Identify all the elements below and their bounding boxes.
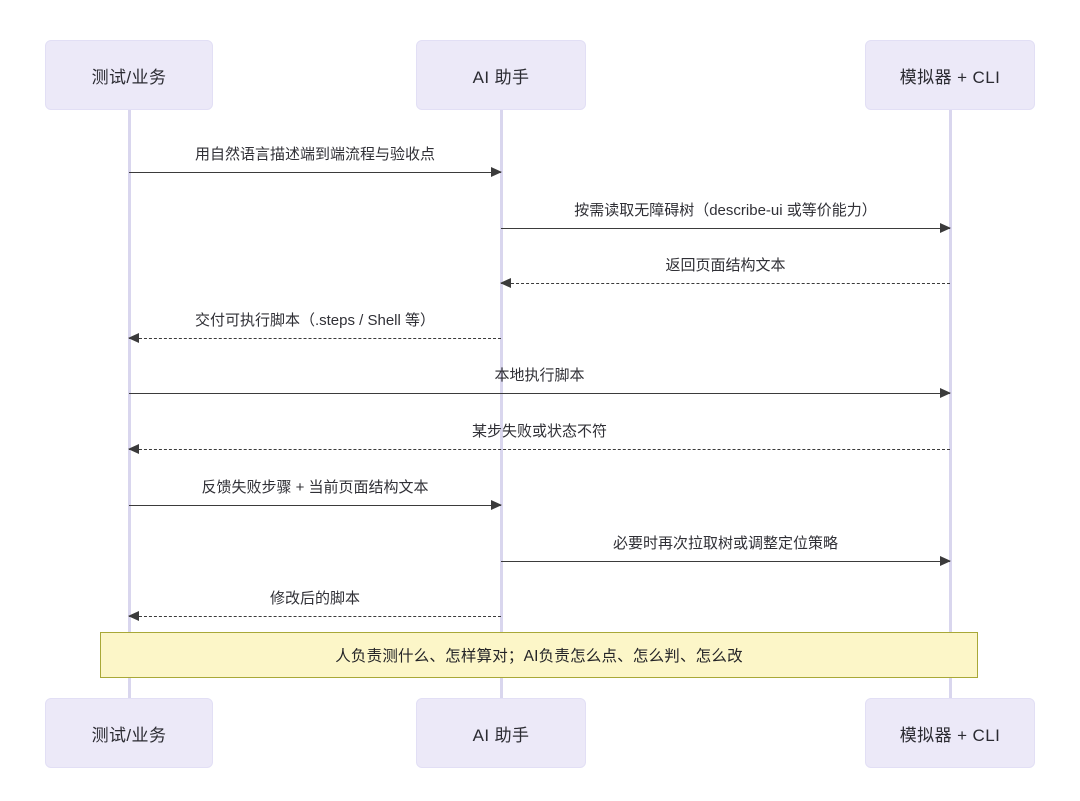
- actor-box-tester-bottom[interactable]: 测试/业务: [45, 698, 213, 768]
- lifeline-tester: [128, 110, 131, 698]
- arrowhead-right-icon: [491, 499, 502, 510]
- actor-box-sim-top[interactable]: 模拟器 + CLI: [865, 40, 1035, 110]
- message-9-label: 修改后的脚本: [269, 590, 360, 607]
- arrowhead-left-icon: [128, 443, 139, 454]
- actor-label-tester-bottom: 测试/业务: [91, 725, 167, 745]
- actor-label-ai-top: AI 助手: [472, 67, 530, 87]
- message-3-label: 返回页面结构文本: [665, 257, 786, 274]
- actor-label-sim-top: 模拟器 + CLI: [899, 67, 1001, 87]
- arrowhead-right-icon: [940, 222, 951, 233]
- lifeline-ai: [500, 110, 503, 698]
- message-7-label: 反馈失败步骤 + 当前页面结构文本: [201, 479, 429, 496]
- message-2-line: [501, 228, 950, 229]
- message-7-line: [129, 505, 501, 506]
- note-text: 人负责测什么、怎样算对；AI负责怎么点、怎么判、怎么改: [335, 648, 743, 665]
- message-2-label: 按需读取无障碍树（describe-ui 或等价能力）: [574, 202, 877, 219]
- message-1-label: 用自然语言描述端到端流程与验收点: [194, 146, 435, 163]
- actor-box-ai-top[interactable]: AI 助手: [416, 40, 586, 110]
- message-3-line: [501, 283, 950, 284]
- arrowhead-left-icon: [500, 277, 511, 288]
- actor-box-sim-bottom[interactable]: 模拟器 + CLI: [865, 698, 1035, 768]
- actor-box-ai-bottom[interactable]: AI 助手: [416, 698, 586, 768]
- arrowhead-right-icon: [940, 387, 951, 398]
- message-4-label: 交付可执行脚本（.steps / Shell 等）: [194, 312, 436, 329]
- actor-label-tester-top: 测试/业务: [91, 67, 167, 87]
- arrowhead-left-icon: [128, 610, 139, 621]
- arrowhead-left-icon: [128, 332, 139, 343]
- lifeline-sim: [949, 110, 952, 698]
- message-5-line: [129, 393, 950, 394]
- message-6-label: 某步失败或状态不符: [471, 423, 607, 440]
- message-1-line: [129, 172, 501, 173]
- arrowhead-right-icon: [940, 555, 951, 566]
- message-5-label: 本地执行脚本: [494, 367, 585, 384]
- actor-box-tester-top[interactable]: 测试/业务: [45, 40, 213, 110]
- message-8-label: 必要时再次拉取树或调整定位策略: [612, 535, 838, 552]
- note-box: 人负责测什么、怎样算对；AI负责怎么点、怎么判、怎么改: [100, 632, 978, 678]
- actor-label-ai-bottom: AI 助手: [472, 725, 530, 745]
- message-4-line: [129, 338, 501, 339]
- message-9-line: [129, 616, 501, 617]
- message-8-line: [501, 561, 950, 562]
- actor-label-sim-bottom: 模拟器 + CLI: [899, 725, 1001, 745]
- arrowhead-right-icon: [491, 166, 502, 177]
- message-6-line: [129, 449, 950, 450]
